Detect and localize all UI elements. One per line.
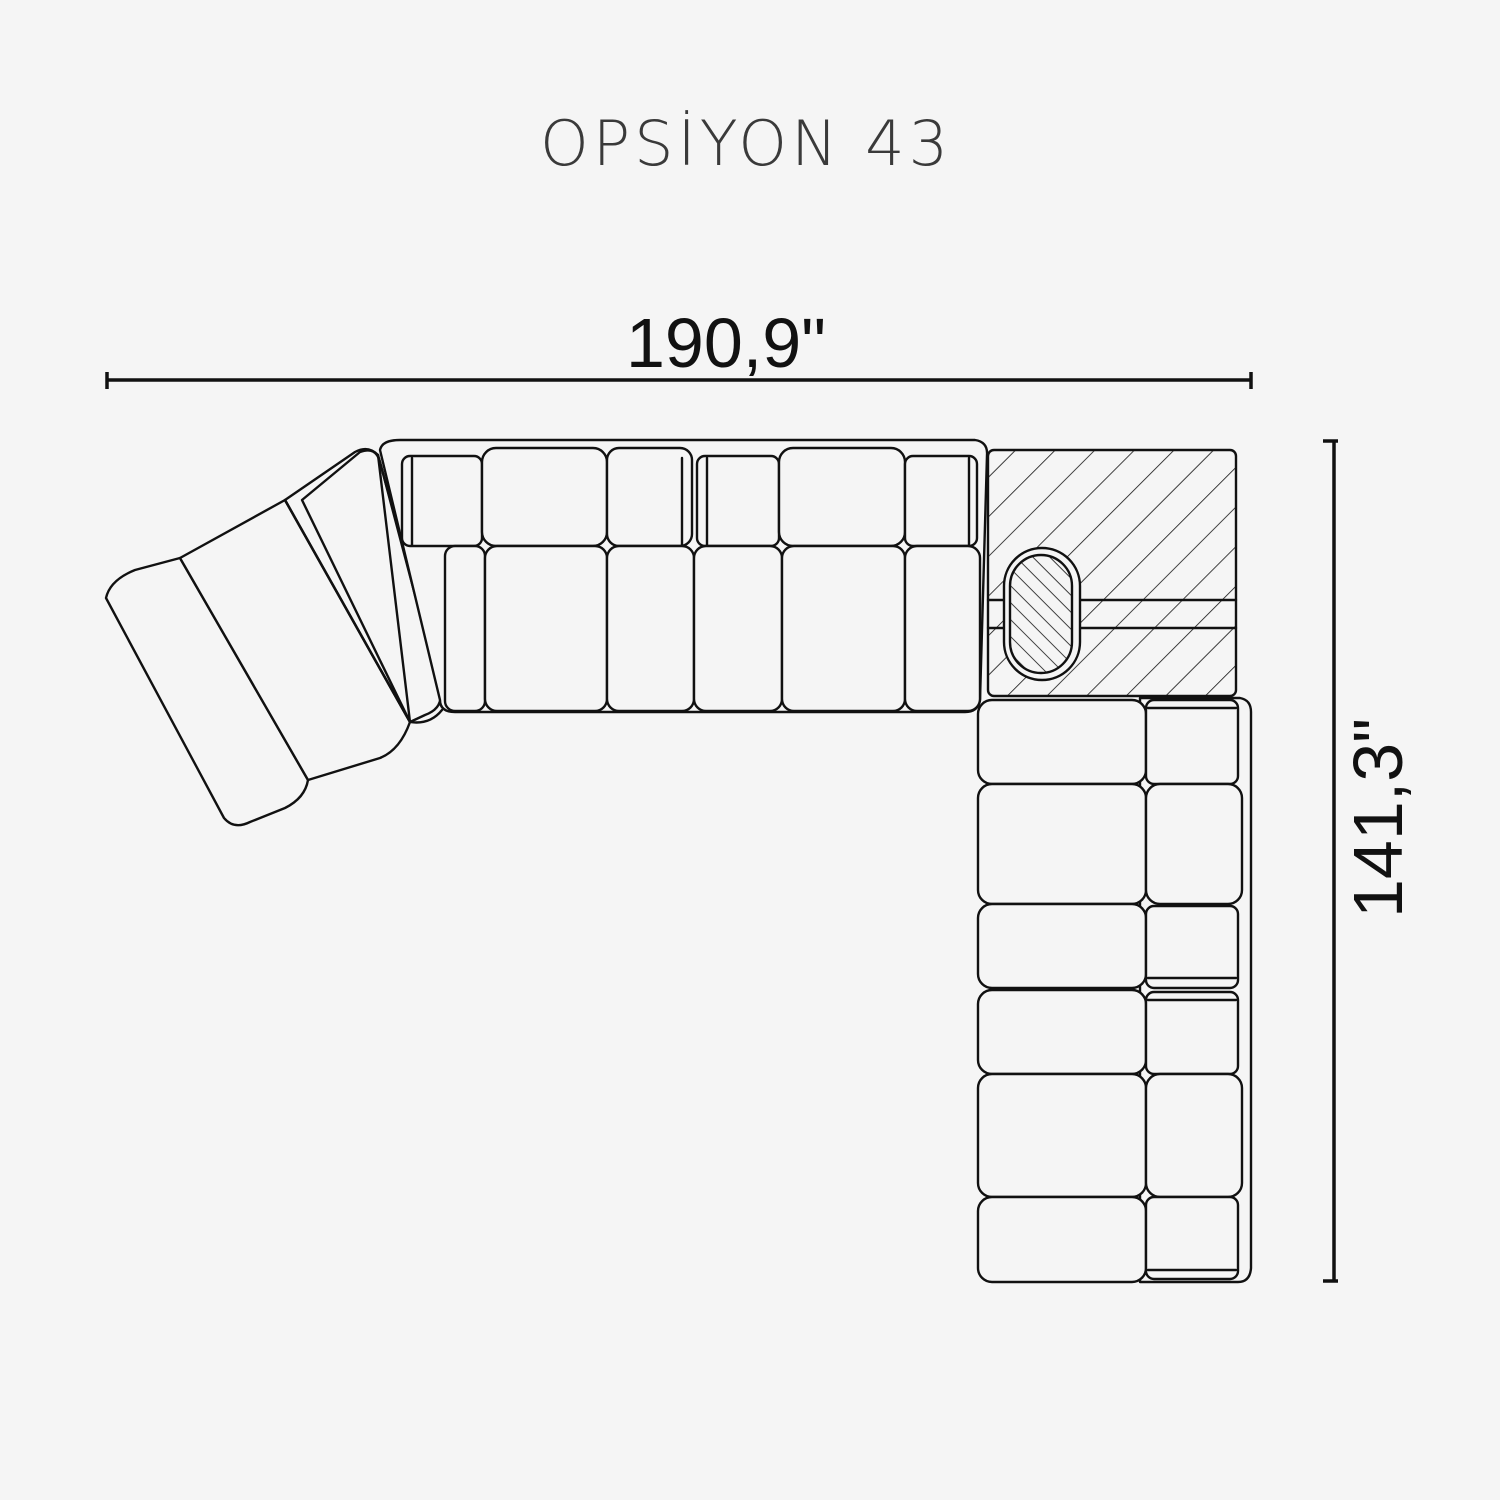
top-seat-cushion-1 <box>443 544 487 713</box>
right-back-cushion-2 <box>1144 782 1244 906</box>
top-seat-cushion-4 <box>692 544 784 713</box>
right-back-cushion-1 <box>1144 698 1240 786</box>
corner-table <box>986 448 1238 698</box>
right-back-cushion-3 <box>1144 904 1240 990</box>
angled-chaise-section <box>104 447 447 827</box>
top-back-cushion-1 <box>400 454 484 548</box>
right-back-cushion-6 <box>1144 1195 1240 1281</box>
top-back-cushion-2 <box>480 446 609 548</box>
top-straight-section <box>378 438 989 714</box>
width-dimension: 190,9" <box>105 304 1253 389</box>
right-seat-cushion-3 <box>976 902 1148 990</box>
top-seat-cushion-5 <box>780 544 907 713</box>
top-seat-cushion-3 <box>605 544 696 713</box>
top-seat-cushion-6 <box>903 544 982 713</box>
angled-armrest-curve <box>408 708 444 724</box>
right-seat-cushion-6 <box>976 1195 1148 1284</box>
right-back-cushion-5 <box>1144 1072 1244 1199</box>
right-seat-cushion-2 <box>976 782 1148 906</box>
corner-table-oval-inner <box>1008 553 1074 675</box>
right-seat-cushion-1 <box>976 698 1148 786</box>
top-seat-cushion-2 <box>483 544 609 713</box>
top-back-cushion-3 <box>605 446 694 548</box>
angled-seat-cushion-1 <box>104 556 310 827</box>
right-back-cushion-4 <box>1144 990 1240 1076</box>
right-seat-cushion-5 <box>976 1072 1148 1199</box>
top-back-cushion-6 <box>903 454 979 548</box>
right-seat-cushion-4 <box>976 988 1148 1076</box>
width-dimension-label: 190,9" <box>626 304 826 382</box>
angled-seat-divider <box>283 498 412 724</box>
depth-dimension-label: 141,3" <box>1339 718 1417 918</box>
diagram-title: OPSİYON 43 <box>540 107 952 180</box>
top-back-cushion-5 <box>777 446 907 548</box>
depth-dimension: 141,3" <box>1323 439 1417 1283</box>
right-vertical-section <box>976 696 1253 1284</box>
top-back-cushion-4 <box>695 454 781 548</box>
